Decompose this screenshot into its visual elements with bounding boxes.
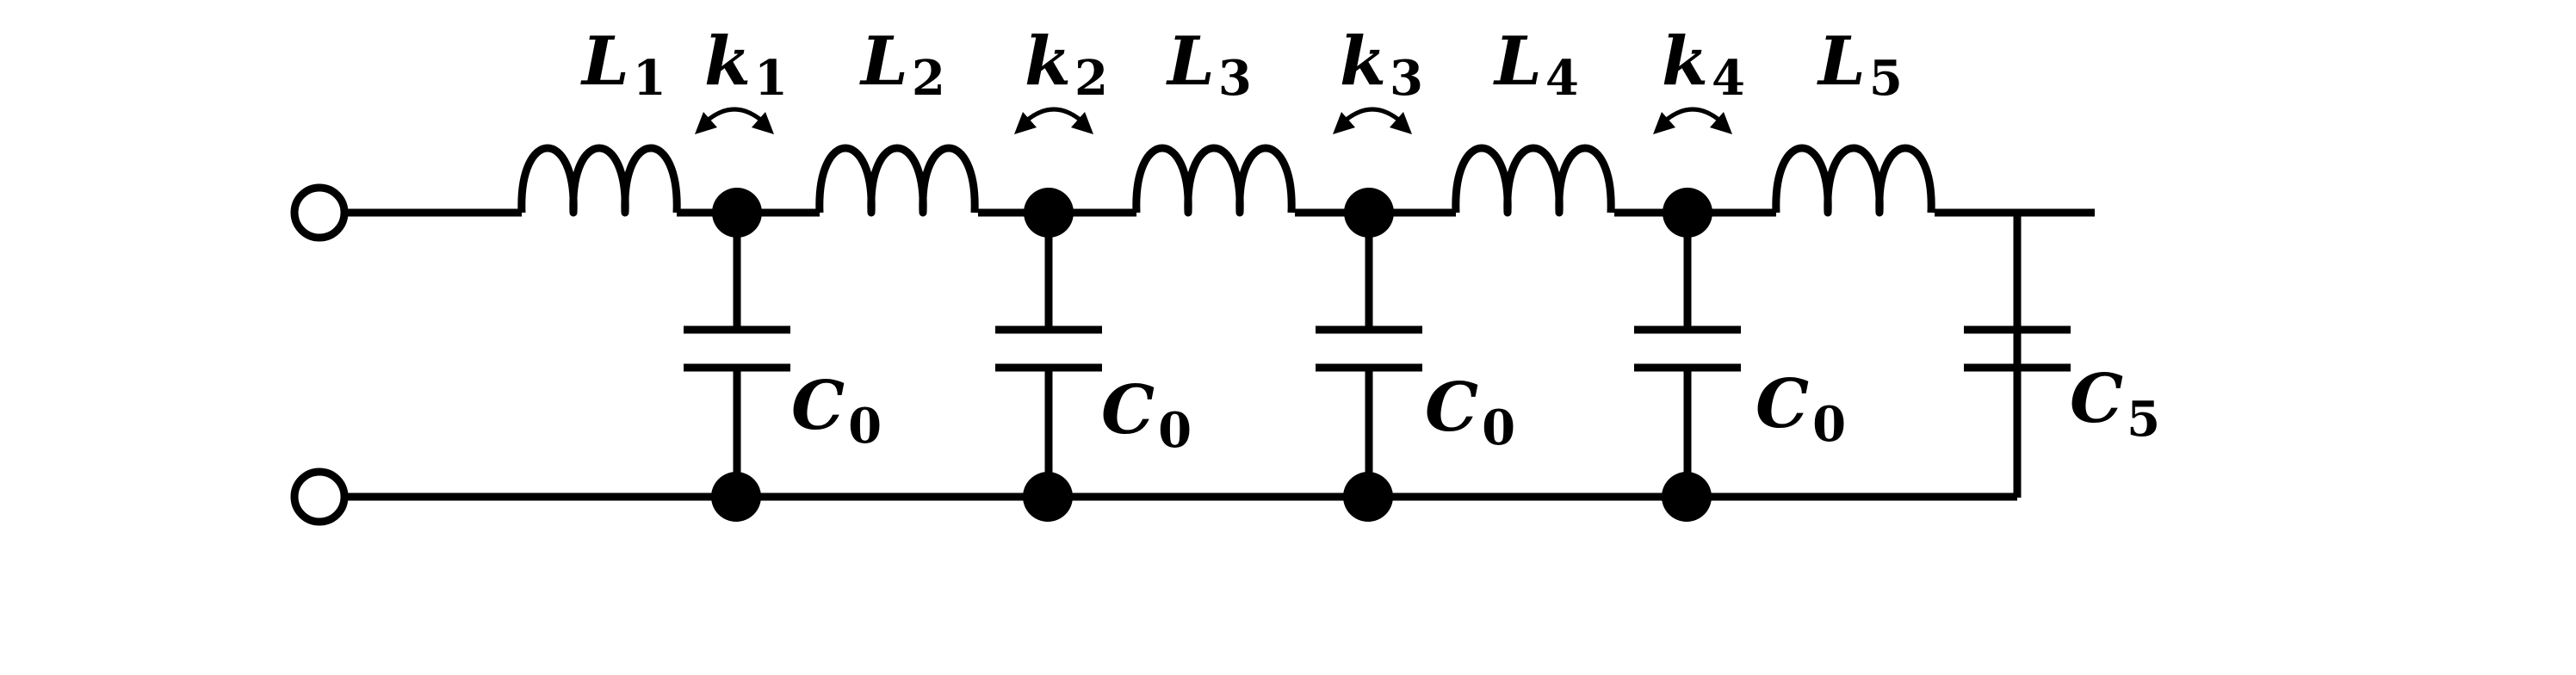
inductor-2-coil	[815, 144, 979, 217]
capacitor-1	[684, 213, 790, 497]
capacitor-4	[1634, 213, 1741, 497]
inductor-label-L2: L2	[859, 22, 945, 107]
coupling-label-k3: k3	[1340, 22, 1423, 107]
junction-node-bottom-1	[711, 472, 761, 522]
top-wire	[344, 208, 2095, 498]
capacitor-3	[1316, 213, 1422, 497]
coupling-arrow-2	[1014, 107, 1093, 134]
capacitor-label-4: C0	[1756, 365, 1846, 453]
inductor-label-L5: L5	[1817, 22, 1903, 107]
inductor-label-L4: L4	[1493, 22, 1579, 107]
capacitor-label-5: C5	[2070, 360, 2160, 448]
input-terminal-bottom	[290, 468, 349, 526]
junction-node-bottom-3	[1343, 472, 1393, 522]
capacitor-label-3: C0	[1425, 368, 1515, 456]
coupling-label-k4: k4	[1662, 22, 1745, 107]
junction-node-top-2	[1024, 188, 1074, 238]
inductor-4-coil	[1452, 144, 1615, 217]
coupling-label-k1: k1	[704, 22, 788, 107]
inductor-5-coil	[1772, 144, 1935, 217]
junction-node-bottom-4	[1662, 472, 1712, 522]
inductor-label-L3: L3	[1166, 22, 1252, 107]
junction-node-top-1	[712, 188, 762, 238]
inductor-1-coil	[517, 144, 681, 217]
coupling-arrow-1	[695, 107, 774, 134]
junction-node-top-4	[1663, 188, 1712, 238]
junction-node-top-3	[1344, 188, 1394, 238]
capacitor-5	[1964, 213, 2071, 497]
capacitor-label-2: C0	[1101, 371, 1192, 459]
coupling-arrow-3	[1333, 107, 1412, 134]
capacitor-2	[995, 213, 1102, 497]
inductor-label-L1: L1	[580, 22, 666, 107]
coupling-arrow-4	[1653, 107, 1732, 134]
inductor-3-coil	[1132, 144, 1296, 217]
input-terminal-top	[290, 183, 349, 242]
junction-node-bottom-2	[1023, 472, 1073, 522]
coupling-label-k2: k2	[1025, 22, 1108, 107]
capacitor-label-1: C0	[791, 367, 882, 455]
